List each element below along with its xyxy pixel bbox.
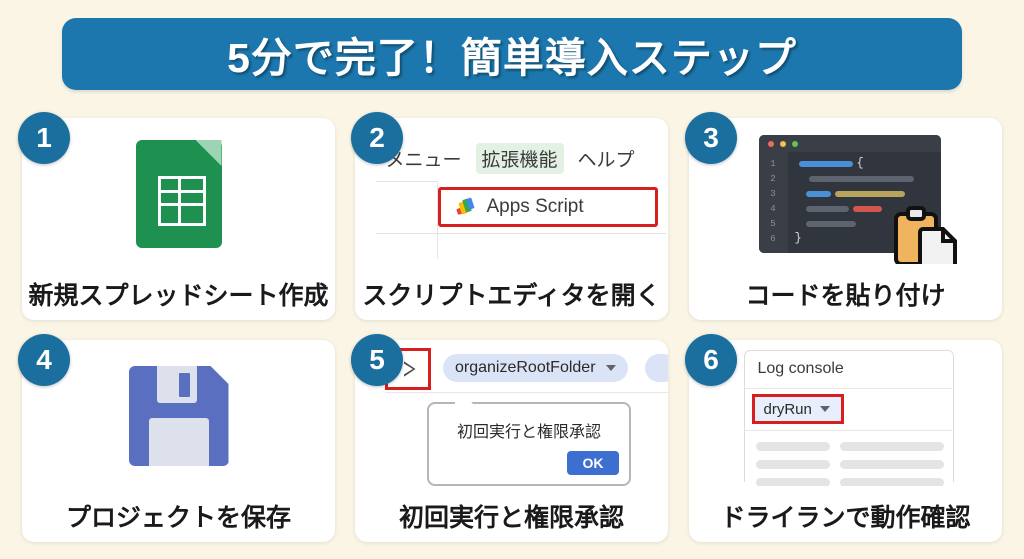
code-gutter xyxy=(758,152,788,253)
apps-script-label: Apps Script xyxy=(486,196,584,217)
code-token xyxy=(834,191,905,197)
chevron-down-icon xyxy=(819,406,830,412)
line-number: 3 xyxy=(770,189,776,199)
step-card-1[interactable]: 1 新規スプレッドシート作成 xyxy=(18,112,335,320)
menu-item-apps-script[interactable]: Apps Script xyxy=(437,187,658,227)
apps-script-icon xyxy=(456,197,474,215)
step-caption-4: プロジェクトを保存 xyxy=(65,504,291,532)
floppy-visual xyxy=(22,346,335,486)
code-token xyxy=(805,206,849,212)
toolbar-pill-secondary[interactable] xyxy=(645,354,668,382)
steps-grid: 1 新規スプレッドシート作成 2 メニュー 拡張機能 xyxy=(18,112,1002,546)
step-badge-4: 4 xyxy=(18,334,70,386)
play-icon xyxy=(403,361,416,377)
log-divider-bottom xyxy=(743,430,952,431)
step-caption-1: 新規スプレッドシート作成 xyxy=(28,282,329,310)
floppy-disk-icon xyxy=(128,366,229,466)
step-badge-2: 2 xyxy=(351,112,403,164)
log-console-mock: Log console dryRun xyxy=(743,348,974,486)
code-token xyxy=(852,206,882,212)
step-card-4[interactable]: 4 プロジェクトを保存 xyxy=(18,334,335,542)
line-number: 2 xyxy=(770,174,776,184)
menu-item-menu[interactable]: メニュー xyxy=(385,150,462,171)
menu-divider-bottom xyxy=(375,233,666,234)
menu-item-help[interactable]: ヘルプ xyxy=(577,150,635,171)
code-token xyxy=(808,176,914,182)
log-placeholder-row xyxy=(755,442,830,451)
step-card-3[interactable]: 3 1 2 3 4 5 6 { xyxy=(685,112,1002,320)
menu-item-extensions[interactable]: 拡張機能 xyxy=(475,143,564,174)
step-card-5[interactable]: 5 organizeRootFolder 初回実行と権限承認 O xyxy=(351,334,668,542)
log-console-title: Log console xyxy=(757,360,844,377)
apps-script-toolbar-mock: organizeRootFolder 初回実行と権限承認 OK xyxy=(377,346,668,486)
code-editor-window: 1 2 3 4 5 6 { } xyxy=(758,135,957,264)
log-divider-top xyxy=(743,388,952,389)
floppy-label xyxy=(148,418,209,466)
title-banner: 5分で完了！簡単導入ステップ xyxy=(62,18,962,90)
step-badge-6: 6 xyxy=(685,334,737,386)
code-window-visual: 1 2 3 4 5 6 { } xyxy=(689,124,1002,264)
minimize-dot-icon xyxy=(779,141,786,147)
code-open-brace: { xyxy=(856,156,864,170)
menu-items-row: メニュー 拡張機能 ヘルプ xyxy=(380,143,641,174)
dialog-ok-button[interactable]: OK xyxy=(567,451,619,475)
log-placeholder-row xyxy=(839,442,944,451)
step-badge-5: 5 xyxy=(351,334,403,386)
sheets-grid-glyph xyxy=(157,176,206,226)
maximize-dot-icon xyxy=(791,141,798,147)
step-badge-1: 1 xyxy=(18,112,70,164)
step-badge-3: 3 xyxy=(685,112,737,164)
step-caption-6: ドライランで動作確認 xyxy=(720,504,971,532)
sheets-menubar-mock: メニュー 拡張機能 ヘルプ Apps Scri xyxy=(375,129,666,259)
log-console-visual: Log console dryRun xyxy=(689,346,1002,486)
floppy-slot xyxy=(178,373,190,397)
dry-run-select[interactable]: dryRun xyxy=(751,394,844,424)
line-number: 1 xyxy=(770,159,776,169)
code-token xyxy=(805,221,856,227)
step-card-2[interactable]: 2 メニュー 拡張機能 ヘルプ xyxy=(351,112,668,320)
step-caption-5: 初回実行と権限承認 xyxy=(398,504,624,532)
menu-screenshot-visual: メニュー 拡張機能 ヘルプ Apps Scri xyxy=(355,124,668,264)
close-dot-icon xyxy=(767,141,774,147)
dialog-message: 初回実行と権限承認 xyxy=(456,424,601,441)
chevron-down-icon xyxy=(605,365,616,371)
dry-run-label: dryRun xyxy=(763,400,812,418)
page-title: 5分で完了！簡単導入ステップ xyxy=(227,35,797,81)
permission-dialog: 初回実行と権限承認 OK xyxy=(427,393,631,486)
code-close-brace: } xyxy=(794,231,802,245)
google-sheets-icon xyxy=(135,140,222,248)
code-token xyxy=(798,161,853,167)
log-placeholder-row xyxy=(839,478,944,486)
log-placeholder-row xyxy=(755,460,830,469)
clipboard-paste-icon xyxy=(893,206,957,264)
line-number: 4 xyxy=(770,204,776,214)
step-card-6[interactable]: 6 Log console dryRun xyxy=(685,334,1002,542)
step-caption-3: コードを貼り付け xyxy=(745,282,946,310)
line-number: 6 xyxy=(770,234,776,244)
code-token xyxy=(805,191,831,197)
code-window-titlebar xyxy=(758,135,941,152)
log-placeholder-row xyxy=(755,478,830,486)
dialog-pointer xyxy=(453,393,473,404)
sheets-icon-visual xyxy=(22,124,335,264)
line-number: 5 xyxy=(770,219,776,229)
floppy-shutter xyxy=(156,366,197,403)
function-select[interactable]: organizeRootFolder xyxy=(443,354,628,382)
step-caption-2: スクリプトエディタを開く xyxy=(362,282,661,310)
function-name-label: organizeRootFolder xyxy=(455,359,596,376)
log-placeholder-row xyxy=(839,460,944,469)
run-dialog-visual: organizeRootFolder 初回実行と権限承認 OK xyxy=(355,346,668,486)
